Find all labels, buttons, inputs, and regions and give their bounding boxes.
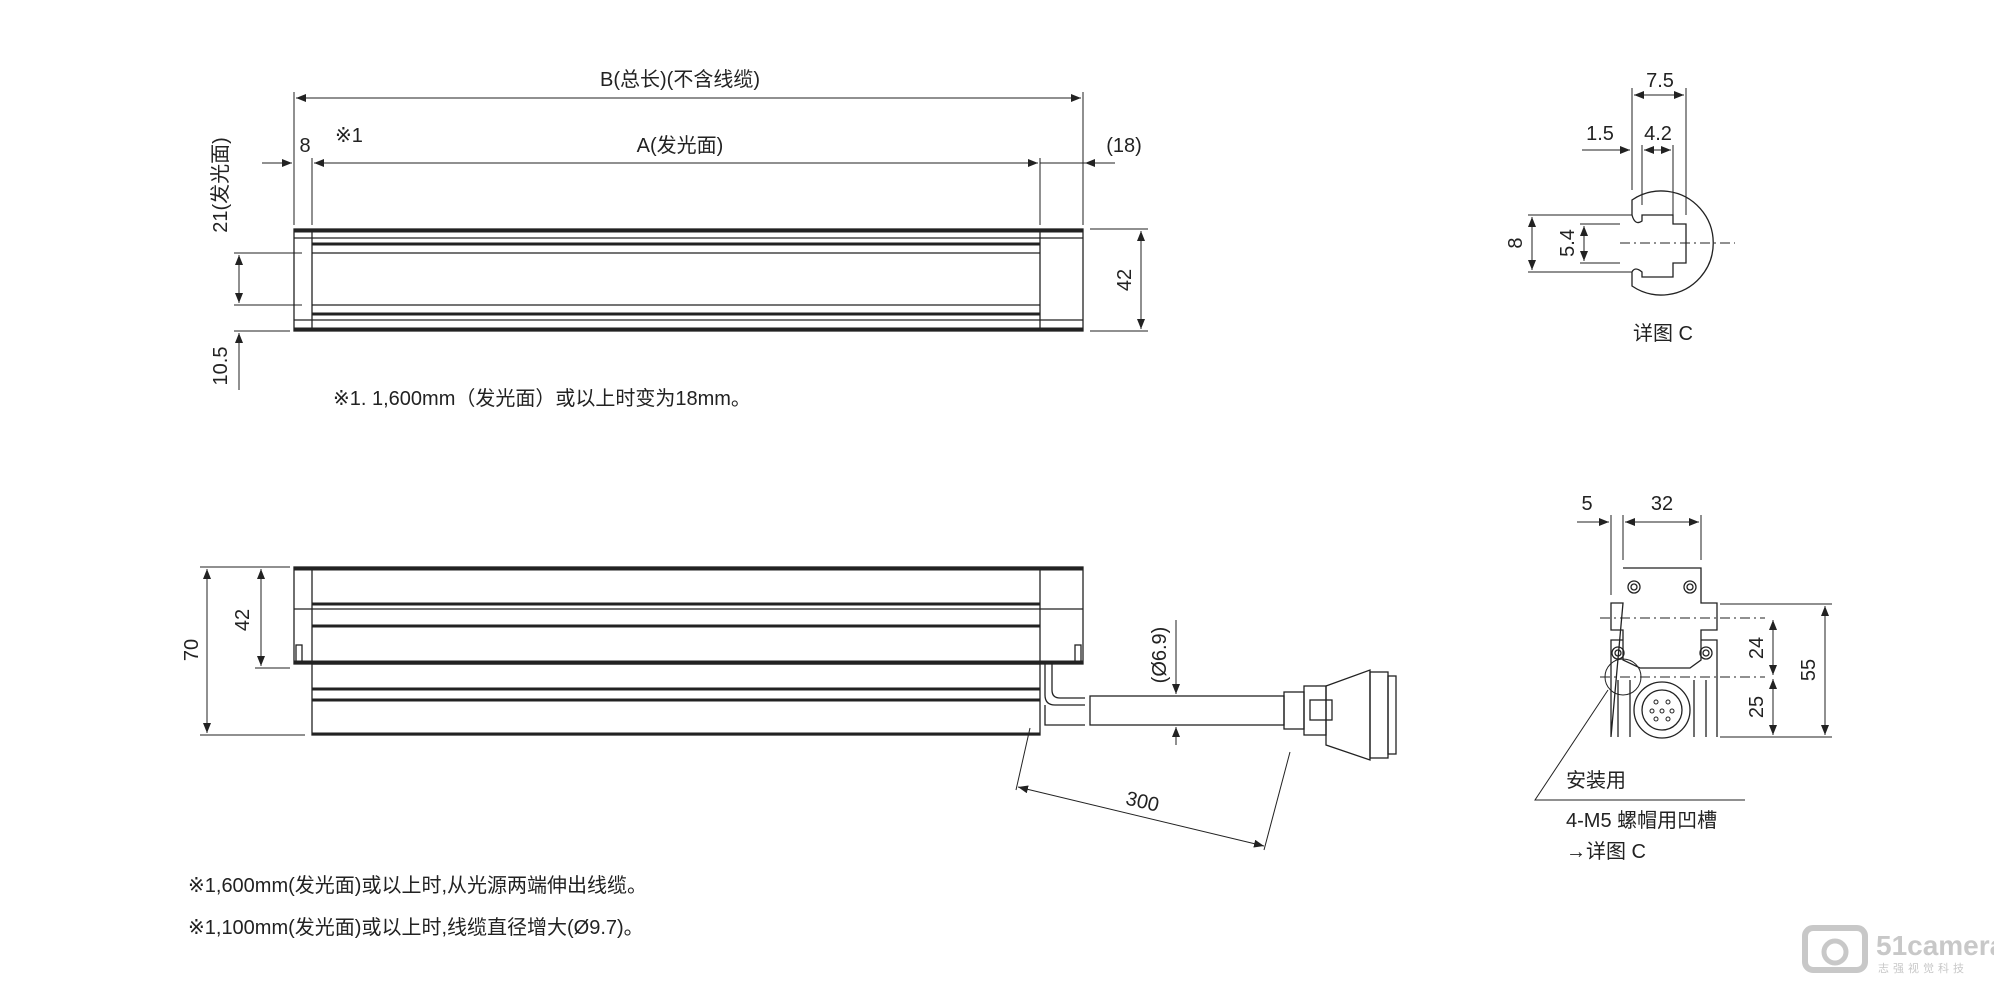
connector-face bbox=[1633, 681, 1691, 739]
top-view: B(总长)(不含线缆) 8 ※1 A(发光面) (18) 42 21(发光面) … bbox=[209, 68, 1148, 410]
side-footnote-1: ※1,600mm(发光面)或以上时,从光源两端伸出线缆。 bbox=[188, 874, 647, 897]
detail-c-title: 详图 C bbox=[1633, 322, 1693, 345]
top-footnote: ※1. 1,600mm（发光面）或以上时变为18mm。 bbox=[333, 387, 751, 410]
watermark-brand: 51camera bbox=[1876, 930, 1994, 961]
emitting-width-label: 21(发光面) bbox=[209, 137, 232, 233]
groove-profile bbox=[1631, 190, 1714, 296]
offset-label: 10.5 bbox=[210, 347, 232, 386]
end-view: 5 32 24 25 55 安装用 4-M5 螺帽用凹槽 →详图 C bbox=[1534, 493, 1832, 863]
watermark-logo: 51camera 志强视觉科技 bbox=[1802, 925, 1994, 975]
light-bar-top-body bbox=[293, 228, 1084, 332]
width-label: 32 bbox=[1651, 493, 1673, 515]
cable-diameter-label: (Ø6.9) bbox=[1149, 627, 1171, 684]
side-footnote-2: ※1,100mm(发光面)或以上时,线缆直径增大(Ø9.7)。 bbox=[188, 916, 644, 939]
height-upper-label: 42 bbox=[232, 609, 254, 631]
height-a-label: 24 bbox=[1746, 637, 1768, 659]
height-inner-label: 5.4 bbox=[1557, 229, 1579, 257]
connector bbox=[1325, 669, 1371, 761]
cable bbox=[1089, 695, 1285, 726]
height-total-label: 70 bbox=[181, 639, 203, 661]
leader-line bbox=[1534, 689, 1745, 801]
note-ref-label: ※1 bbox=[335, 125, 363, 147]
height-b-label: 25 bbox=[1746, 696, 1768, 718]
watermark-sub: 志强视觉科技 bbox=[1878, 961, 1968, 975]
width-a-label: 1.5 bbox=[1586, 123, 1614, 145]
right-margin-label: (18) bbox=[1106, 135, 1142, 157]
offset-label: 5 bbox=[1581, 493, 1592, 515]
height-outer-label: 8 bbox=[1505, 237, 1527, 248]
side-view: 70 42 (Ø6.9) 300 ※1,600mm(发光面)或以上时,从光源两端… bbox=[181, 566, 1397, 939]
left-margin-label: 8 bbox=[299, 135, 310, 157]
cable-exit bbox=[1044, 664, 1085, 726]
width-total-label: 7.5 bbox=[1646, 70, 1674, 92]
slot-label: 4-M5 螺帽用凹槽 bbox=[1566, 809, 1717, 832]
width-b-label: 4.2 bbox=[1644, 123, 1672, 145]
cable-length-label: 300 bbox=[1124, 788, 1161, 817]
detail-ref-label: →详图 C bbox=[1566, 840, 1646, 863]
emitting-length-label: A(发光面) bbox=[637, 134, 724, 157]
mount-label: 安装用 bbox=[1566, 769, 1626, 792]
height-label: 42 bbox=[1114, 269, 1136, 291]
detail-c: 7.5 1.5 4.2 8 5.4 详图 C bbox=[1505, 70, 1735, 345]
height-total-label: 55 bbox=[1798, 659, 1820, 681]
total-length-label: B(总长)(不含线缆) bbox=[600, 68, 760, 91]
